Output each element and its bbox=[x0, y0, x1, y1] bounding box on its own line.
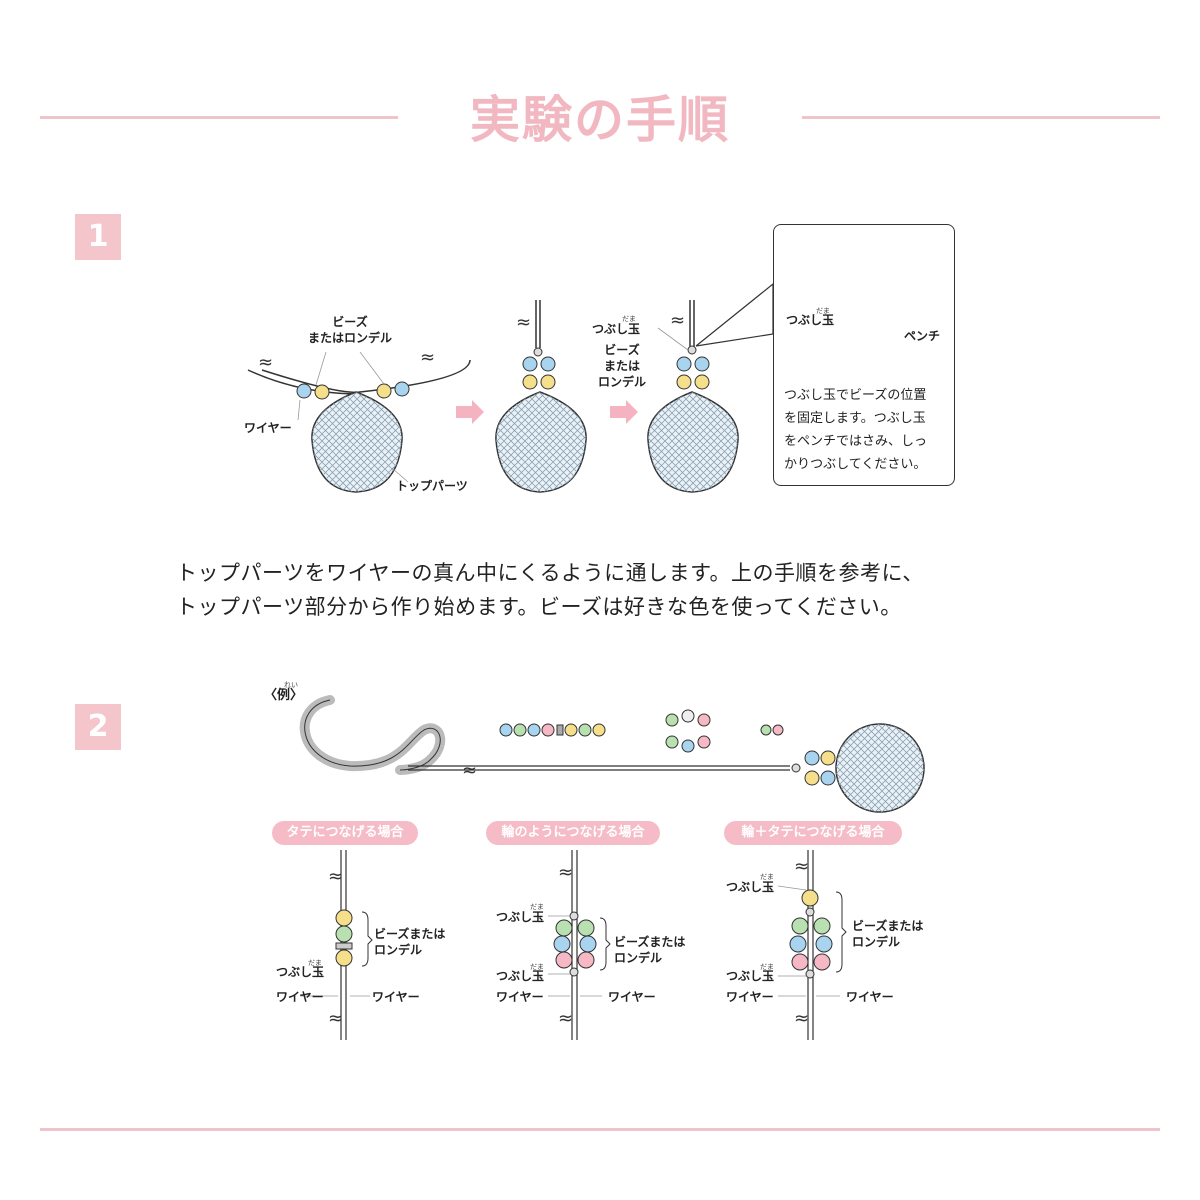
svg-text:≈: ≈ bbox=[670, 310, 685, 331]
svg-text:≈: ≈ bbox=[328, 1008, 343, 1029]
wire-label: ワイヤー bbox=[244, 421, 292, 435]
case2-crimp-bottom-ruby: だま bbox=[530, 963, 544, 971]
case2-crimp-top-label: つぶし玉 bbox=[496, 910, 545, 924]
crimp-label: つぶし玉 bbox=[592, 322, 641, 336]
case1-wire-right: ワイヤー bbox=[372, 990, 420, 1004]
footer-rule bbox=[40, 1128, 1160, 1131]
case-ring-vertical-title: 輪＋タテにつなげる場合 bbox=[724, 821, 902, 845]
case2-wire-left: ワイヤー bbox=[496, 990, 544, 1004]
case2-crimp-bottom-label: つぶし玉 bbox=[496, 969, 545, 983]
case-ring-vertical-figure: ≈ ≈ bbox=[777, 850, 847, 1040]
case2-wire-right: ワイヤー bbox=[608, 990, 656, 1004]
svg-text:≈: ≈ bbox=[258, 352, 273, 373]
case-ring-figure: ≈ ≈ bbox=[548, 850, 611, 1040]
beads-or-rondelle-label: ビーズ または ロンデル bbox=[597, 343, 646, 389]
step2-example: ≈ bbox=[299, 695, 925, 813]
case-ring-title: 輪のようにつなげる場合 bbox=[486, 821, 660, 845]
svg-text:≈: ≈ bbox=[794, 856, 809, 877]
crimp-zoom-ruby: だま bbox=[816, 307, 830, 315]
case1-crimp-label: つぶし玉 bbox=[276, 965, 325, 979]
crimp-zoom-label: つぶし玉 bbox=[786, 313, 835, 327]
step-2-badge: 2 bbox=[75, 704, 121, 750]
arrow-icon bbox=[610, 400, 638, 424]
step1-figure-b: ≈ bbox=[495, 300, 587, 493]
example-label: 〈例〉 bbox=[264, 688, 304, 703]
case1-wire-left: ワイヤー bbox=[276, 990, 324, 1004]
example-ruby: れい bbox=[284, 681, 298, 689]
page-title: 実験の手順 bbox=[470, 91, 730, 149]
arrow-icon bbox=[456, 400, 484, 424]
case3-crimp-bottom-label: つぶし玉 bbox=[726, 969, 775, 983]
beads-label: ビーズ またはロンデル bbox=[307, 315, 392, 345]
crimp-ruby: だま bbox=[622, 315, 636, 323]
svg-text:≈: ≈ bbox=[462, 760, 477, 781]
header-rule-left bbox=[40, 116, 398, 119]
case3-crimp-top-label: つぶし玉 bbox=[726, 880, 775, 894]
case3-crimp-top-ruby: だま bbox=[760, 873, 774, 881]
step1-description: トップパーツをワイヤーの真ん中にくるように通します。上の手順を参考に、 トップパ… bbox=[176, 561, 924, 619]
svg-text:≈: ≈ bbox=[558, 862, 573, 883]
pliers-label: ペンチ bbox=[904, 329, 941, 343]
case-vertical-figure: ≈ ≈ bbox=[300, 850, 373, 1040]
case2-crimp-top-ruby: だま bbox=[530, 903, 544, 911]
svg-text:≈: ≈ bbox=[558, 1008, 573, 1029]
svg-text:≈: ≈ bbox=[794, 1008, 809, 1029]
svg-text:≈: ≈ bbox=[328, 866, 343, 887]
case-vertical-title: タテにつなげる場合 bbox=[272, 821, 418, 845]
header-rule-right bbox=[802, 116, 1160, 119]
zoom-note-text: つぶし玉でビーズの位置 を固定します。つぶし玉 をペンチではさみ、しっ かりつぶ… bbox=[784, 388, 928, 472]
case1-crimp-ruby: だま bbox=[308, 959, 322, 967]
case3-wire-left: ワイヤー bbox=[726, 990, 774, 1004]
zoom-note-box bbox=[773, 224, 955, 486]
svg-text:≈: ≈ bbox=[420, 347, 435, 368]
case3-beads-label: ビーズまたは ロンデル bbox=[852, 919, 924, 949]
case2-beads-label: ビーズまたは ロンデル bbox=[614, 935, 686, 965]
step-1-badge: 1 bbox=[75, 214, 121, 260]
case3-crimp-bottom-ruby: だま bbox=[760, 963, 774, 971]
case3-wire-right: ワイヤー bbox=[846, 990, 894, 1004]
svg-text:≈: ≈ bbox=[516, 312, 531, 333]
step1-figure-c: ≈ bbox=[647, 282, 774, 493]
case1-beads-label: ビーズまたは ロンデル bbox=[374, 927, 446, 957]
step1-figure-a: ≈ ≈ bbox=[247, 347, 471, 493]
top-parts-label: トップパーツ bbox=[396, 479, 468, 493]
